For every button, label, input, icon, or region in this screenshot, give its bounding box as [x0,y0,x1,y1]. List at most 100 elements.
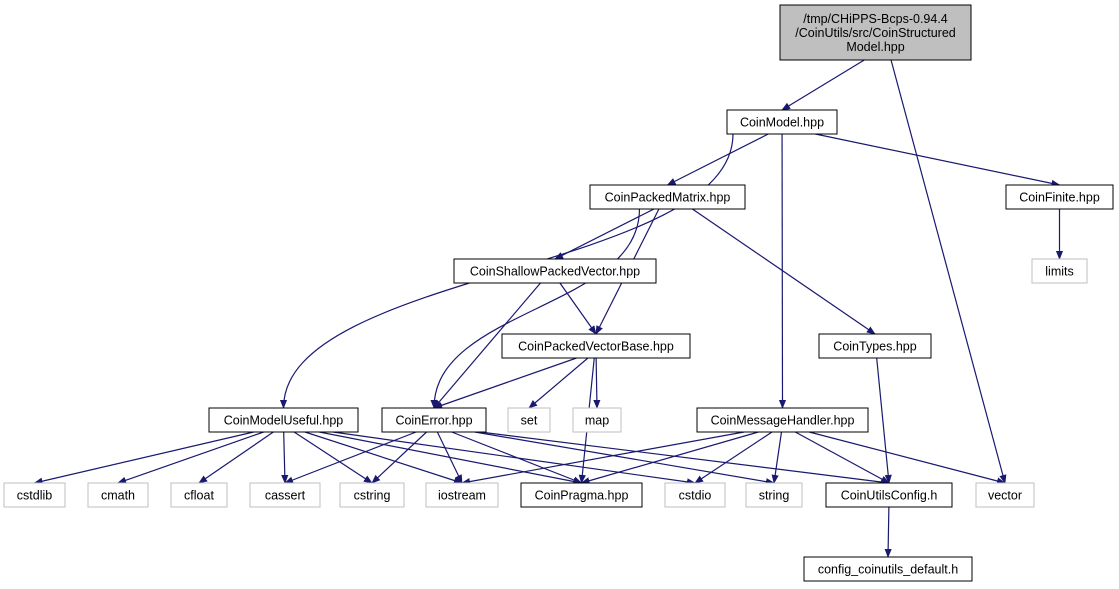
node-coinmodeluseful[interactable]: CoinModelUseful.hpp [208,407,359,433]
node-label-root-1: /CoinUtils/src/CoinStructured [795,26,956,40]
node-label-coinfinite-0: CoinFinite.hpp [1019,191,1100,205]
node-box-coinmodeluseful [208,407,359,433]
node-box-limits [1031,258,1088,284]
node-label-coinmodeluseful-0: CoinModelUseful.hpp [224,414,344,428]
edge-coinmodeluseful-to-cstdlib [33,431,254,485]
node-coinmodel[interactable]: CoinModel.hpp [726,109,838,135]
node-label-coinpackedvectorbase-0: CoinPackedVectorBase.hpp [518,340,674,354]
node-vector: vector [975,482,1035,508]
node-coinshallowpackedvector[interactable]: CoinShallowPackedVector.hpp [453,258,657,284]
node-box-coinerror [381,407,487,433]
node-coinpackedmatrix[interactable]: CoinPackedMatrix.hpp [589,184,746,210]
node-box-cstring [339,482,405,508]
node-box-cointypes [818,333,932,359]
edge-coinmodeluseful-to-cfloat [198,431,274,484]
node-box-coinshallowpackedvector [453,258,657,284]
node-label-coinutilsconfig-0: CoinUtilsConfig.h [841,489,938,503]
node-cstring: cstring [339,482,405,508]
node-coinpragma[interactable]: CoinPragma.hpp [520,482,643,508]
node-cstdio: cstdio [664,482,726,508]
node-label-string-0: string [759,489,790,503]
node-box-cstdlib [3,482,66,508]
node-box-coinpackedvectorbase [501,333,691,359]
node-box-coinutilsconfig [825,482,953,508]
node-label-map-0: map [585,414,609,428]
edge-coinpackedmatrix-to-coinerror [430,208,641,409]
node-label-cstdio-0: cstdio [679,489,712,503]
node-coinmessagehandler[interactable]: CoinMessageHandler.hpp [696,407,869,433]
node-label-root-0: /tmp/CHiPPS-Bcps-0.94.4 [803,12,948,26]
node-box-coinmodel [726,109,838,135]
edge-coinutilsconfig-to-configdefault [884,506,892,558]
node-box-root [779,4,972,61]
node-cassert: cassert [249,482,321,508]
node-label-coinmodel-0: CoinModel.hpp [740,116,824,130]
edges-layer [33,59,1064,558]
edge-coinmodeluseful-to-cstring [293,431,373,484]
node-root[interactable]: /tmp/CHiPPS-Bcps-0.94.4/CoinUtils/src/Co… [779,4,972,61]
node-box-vector [975,482,1035,508]
node-label-coinerror-0: CoinError.hpp [395,414,472,428]
node-map: map [572,407,622,433]
node-box-cfloat [170,482,228,508]
edge-coinshallowpackedvector-to-coinpackedvectorbase [559,282,597,335]
node-coinpackedvectorbase[interactable]: CoinPackedVectorBase.hpp [501,333,691,359]
edge-cointypes-to-coinutilsconfig [876,357,892,484]
edge-coinmodel-to-coinfinite [815,133,1061,187]
node-iostream: iostream [425,482,499,508]
node-coinutilsconfig[interactable]: CoinUtilsConfig.h [825,482,953,508]
node-cointypes[interactable]: CoinTypes.hpp [818,333,932,359]
node-coinerror[interactable]: CoinError.hpp [381,407,487,433]
node-label-cointypes-0: CoinTypes.hpp [833,340,916,354]
node-label-coinpragma-0: CoinPragma.hpp [535,489,629,503]
edge-coinpackedvectorbase-to-set [528,357,589,409]
node-box-cassert [249,482,321,508]
node-label-coinshallowpackedvector-0: CoinShallowPackedVector.hpp [470,265,640,279]
node-box-coinfinite [1005,184,1114,210]
edge-coinerror-to-coinpragma [451,431,583,484]
edge-coinmessagehandler-to-vector [809,431,1006,485]
node-cmath: cmath [87,482,149,508]
node-box-map [572,407,622,433]
node-label-limits-0: limits [1045,265,1073,279]
node-configdefault[interactable]: config_coinutils_default.h [803,556,973,582]
edge-coinerror-to-iostream [436,431,463,484]
node-box-string [745,482,803,508]
edge-coinmodeluseful-to-iostream [304,431,463,484]
node-box-iostream [425,482,499,508]
edge-root-to-vector [890,59,1007,484]
edge-coinpackedmatrix-to-cointypes [692,208,876,335]
node-box-cmath [87,482,149,508]
node-box-coinmessagehandler [696,407,869,433]
node-label-set-0: set [521,414,538,428]
edge-coinshallowpackedvector-to-coinerror [433,282,541,409]
node-label-configdefault-0: config_coinutils_default.h [818,563,958,577]
edge-coinmodel-to-coinpackedmatrix [666,133,769,186]
edge-coinmodeluseful-to-cmath [117,431,264,484]
edge-coinerror-to-cassert [284,431,417,484]
edge-coinmodeluseful-to-cassert [281,431,289,484]
node-label-coinpackedmatrix-0: CoinPackedMatrix.hpp [605,191,731,205]
edge-coinmessagehandler-to-coinpragma [580,431,759,485]
node-box-set [507,407,551,433]
edge-coinpackedmatrix-to-coinshallowpackedvector [554,208,655,260]
node-label-cstring-0: cstring [354,489,391,503]
edge-root-to-coinmodel [781,59,865,111]
edge-coinerror-to-coinutilsconfig [479,431,890,486]
node-cstdlib: cstdlib [3,482,66,508]
node-set: set [507,407,551,433]
edge-coinmessagehandler-to-iostream [461,431,745,486]
node-label-cstdlib-0: cstdlib [17,489,52,503]
node-box-cstdio [664,482,726,508]
edge-coinerror-to-string [474,431,775,486]
node-label-cassert-0: cassert [265,489,306,503]
edge-coinerror-to-cstring [371,431,427,484]
node-coinfinite[interactable]: CoinFinite.hpp [1005,184,1114,210]
node-box-configdefault [803,556,973,582]
node-label-cfloat-0: cfloat [184,489,214,503]
edge-coinpackedvectorbase-to-coinerror [433,357,577,409]
edge-coinmodeluseful-to-coinpragma [319,431,583,485]
node-label-cmath-0: cmath [101,489,135,503]
node-box-coinpragma [520,482,643,508]
